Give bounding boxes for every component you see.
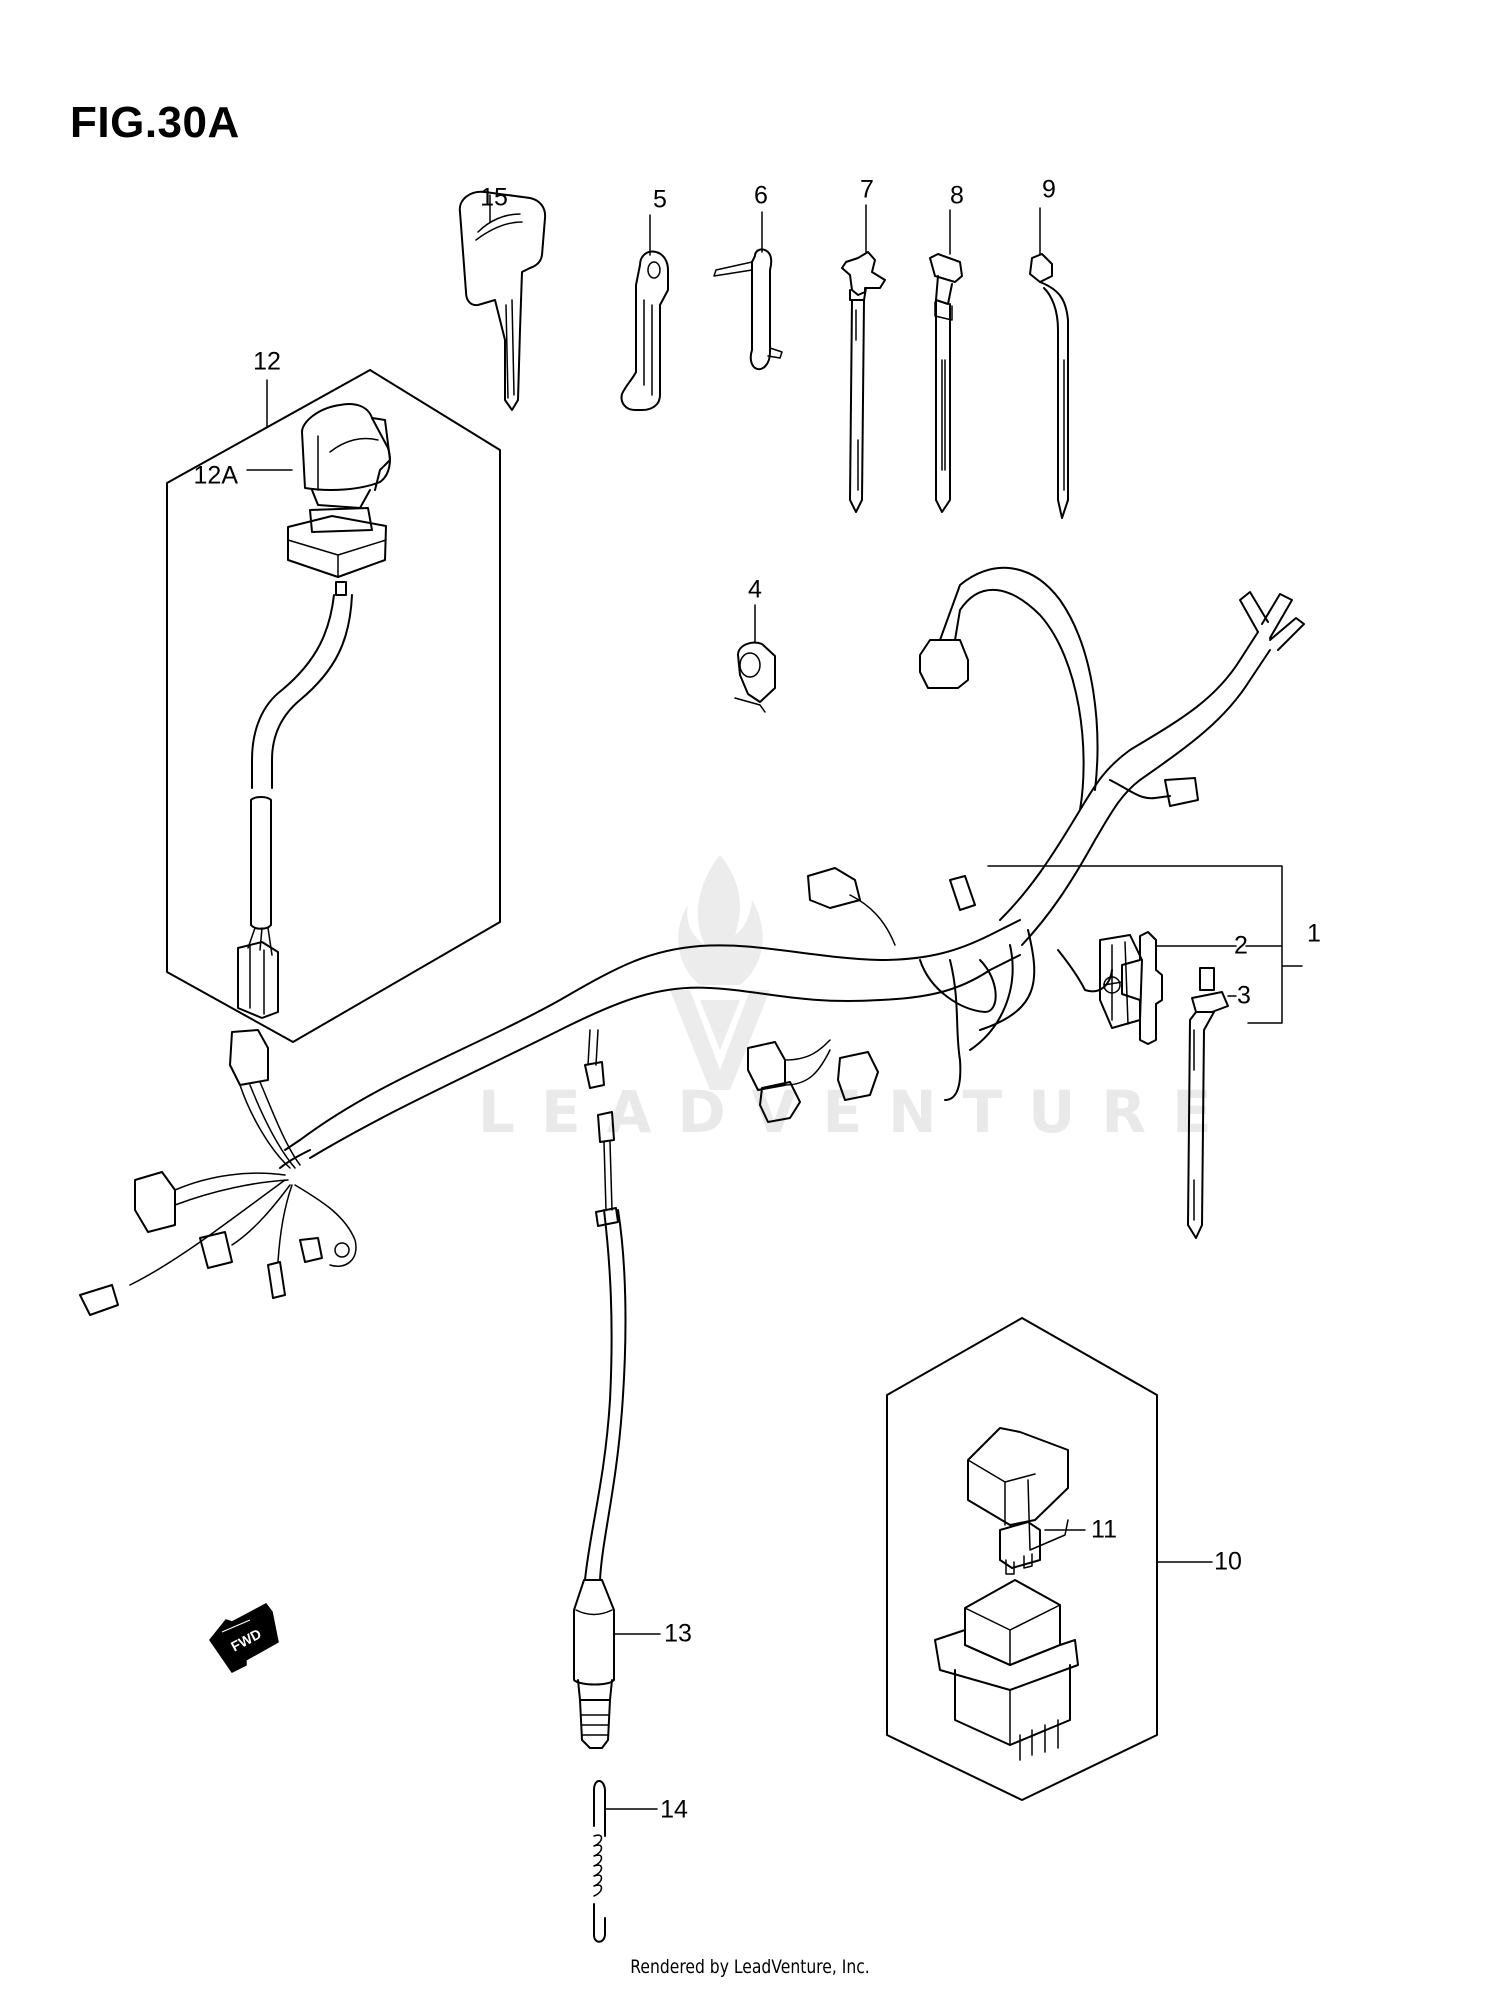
cable-tie-8-icon [929,253,963,513]
callout-15[interactable]: 15 [480,183,508,212]
relay-icon [934,1427,1079,1761]
callout-10[interactable]: 10 [1214,1547,1242,1576]
sensor-switch-icon [573,1579,615,1749]
key-icon [458,190,547,411]
callout-4[interactable]: 4 [748,575,762,604]
stud-band-icon [1187,967,1229,1239]
callout-3[interactable]: 3 [1237,981,1251,1010]
figure-title: FIG.30A [70,98,240,147]
ignition-switch-group-outline [166,369,501,1043]
callout-13[interactable]: 13 [664,1619,692,1648]
callout-1[interactable]: 1 [1307,919,1321,948]
wire-clamp-icon [734,641,776,713]
clamp-strap-icon [620,250,669,411]
spring-icon [593,1780,606,1943]
cable-tie-7-icon [841,251,886,513]
callout-12a[interactable]: 12A [193,461,238,490]
forward-direction-arrow-icon [209,1603,279,1673]
callout-8[interactable]: 8 [950,181,964,210]
cable-tie-9-icon [1029,253,1069,519]
callout-14[interactable]: 14 [660,1795,688,1824]
leader-bracket-1 [987,865,1303,1024]
callout-9[interactable]: 9 [1042,175,1056,204]
callout-11[interactable]: 11 [1091,1515,1117,1544]
callout-7[interactable]: 7 [860,175,874,204]
footer-credit: Rendered by LeadVenture, Inc. [630,1956,870,1978]
ignition-switch-icon [237,403,391,1019]
callout-2[interactable]: 2 [1234,931,1248,960]
callout-12[interactable]: 12 [253,347,281,376]
clip-icon [713,248,783,371]
wiring-harness-icon [79,566,1305,1581]
callout-5[interactable]: 5 [653,185,667,214]
harness-clamp-icon [1103,931,1163,1045]
relay-group-outline [886,1317,1158,1801]
callout-6[interactable]: 6 [754,181,768,210]
